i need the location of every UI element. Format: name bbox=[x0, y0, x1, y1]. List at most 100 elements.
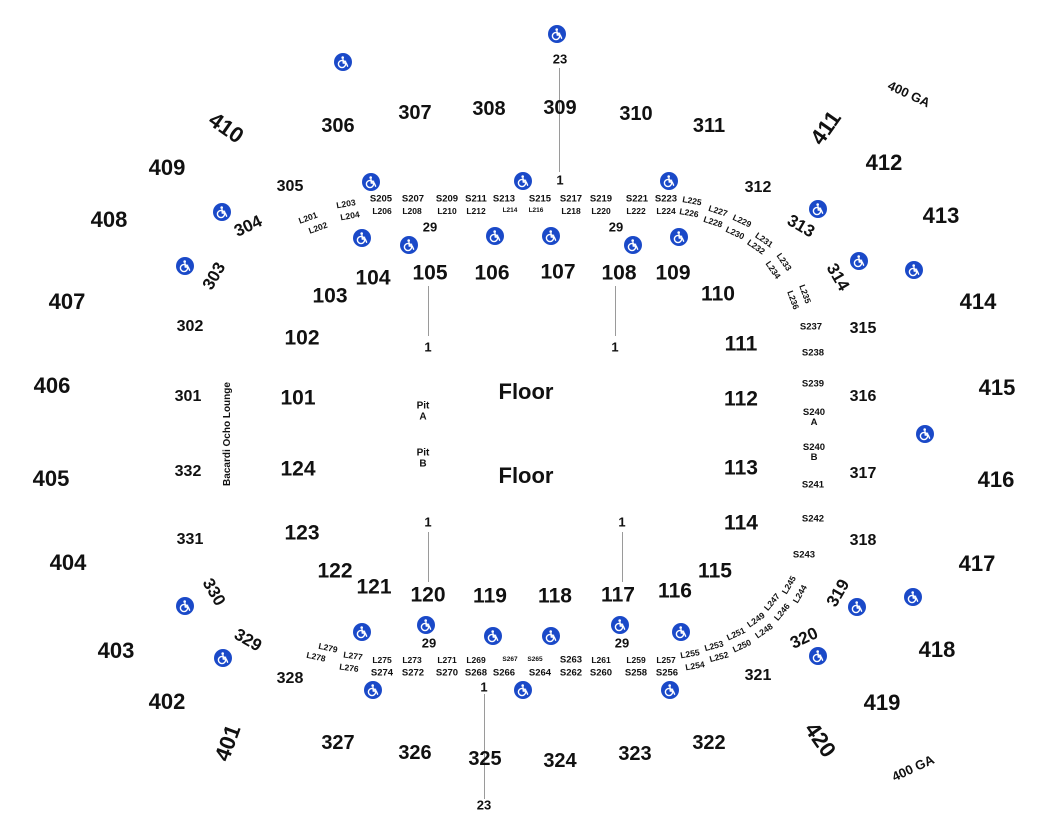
suite-S219[interactable]: S219 bbox=[589, 193, 613, 205]
section-112[interactable]: 112 bbox=[724, 387, 758, 411]
loge-L261[interactable]: L261 bbox=[591, 654, 611, 665]
loge-L273[interactable]: L273 bbox=[402, 654, 422, 665]
section-307[interactable]: 307 bbox=[398, 102, 432, 124]
suite-S258[interactable]: S258 bbox=[624, 667, 648, 679]
loge-L224[interactable]: L224 bbox=[656, 205, 676, 216]
loge-L252[interactable]: L252 bbox=[708, 649, 730, 665]
section-310[interactable]: 310 bbox=[619, 103, 653, 125]
section-408[interactable]: 408 bbox=[90, 207, 128, 232]
loge-L275[interactable]: L275 bbox=[372, 654, 392, 665]
loge-L254[interactable]: L254 bbox=[684, 659, 706, 673]
loge-L212[interactable]: L212 bbox=[466, 205, 486, 216]
section-401[interactable]: 401 bbox=[209, 721, 246, 765]
section-316[interactable]: 316 bbox=[849, 388, 877, 405]
section-404[interactable]: 404 bbox=[49, 550, 87, 575]
section-115[interactable]: 115 bbox=[698, 559, 732, 583]
suite-S211[interactable]: S211 bbox=[465, 193, 487, 205]
suite-S207[interactable]: S207 bbox=[401, 193, 425, 205]
section-118[interactable]: 118 bbox=[538, 584, 572, 608]
section-420[interactable]: 420 bbox=[799, 717, 842, 762]
suite-S240B[interactable]: S240 B bbox=[803, 443, 825, 463]
suite-S237[interactable]: S237 bbox=[799, 321, 823, 333]
section-332[interactable]: 332 bbox=[174, 463, 202, 480]
section-101[interactable]: 101 bbox=[280, 386, 316, 410]
suite-S240A[interactable]: S240 A bbox=[803, 408, 825, 428]
section-105[interactable]: 105 bbox=[412, 261, 448, 285]
section-103[interactable]: 103 bbox=[312, 284, 348, 308]
section-411[interactable]: 411 bbox=[805, 106, 847, 150]
suite-S264[interactable]: S264 bbox=[528, 667, 552, 679]
section-318[interactable]: 318 bbox=[849, 532, 877, 549]
section-106[interactable]: 106 bbox=[474, 261, 510, 285]
section-311[interactable]: 311 bbox=[692, 115, 726, 137]
section-406[interactable]: 406 bbox=[33, 373, 71, 398]
section-113[interactable]: 113 bbox=[724, 456, 758, 480]
section-302[interactable]: 302 bbox=[176, 318, 204, 335]
loge-L250[interactable]: L250 bbox=[731, 637, 753, 655]
section-114[interactable]: 114 bbox=[724, 511, 758, 535]
section-109[interactable]: 109 bbox=[655, 261, 691, 285]
suite-S209[interactable]: S209 bbox=[435, 193, 459, 205]
suite-S239[interactable]: S239 bbox=[801, 378, 825, 390]
section-107[interactable]: 107 bbox=[540, 260, 576, 284]
section-328[interactable]: 328 bbox=[276, 670, 304, 687]
section-327[interactable]: 327 bbox=[321, 732, 355, 754]
loge-L208[interactable]: L208 bbox=[402, 205, 422, 216]
section-321[interactable]: 321 bbox=[744, 667, 772, 684]
loge-L235[interactable]: L235 bbox=[797, 283, 814, 305]
section-418[interactable]: 418 bbox=[918, 637, 956, 662]
loge-L204[interactable]: L204 bbox=[339, 209, 361, 223]
suite-S274[interactable]: S274 bbox=[370, 667, 394, 679]
section-121[interactable]: 121 bbox=[356, 575, 392, 599]
loge-L269[interactable]: L269 bbox=[466, 654, 486, 665]
section-309[interactable]: 309 bbox=[543, 97, 577, 119]
section-110[interactable]: 110 bbox=[701, 282, 735, 306]
floor-section-a[interactable]: Floor bbox=[498, 379, 554, 404]
suite-S241[interactable]: S241 bbox=[801, 479, 825, 491]
loge-L206[interactable]: L206 bbox=[372, 205, 392, 216]
loge-L222[interactable]: L222 bbox=[626, 205, 646, 216]
section-308[interactable]: 308 bbox=[472, 98, 506, 120]
loge-L203[interactable]: L203 bbox=[335, 197, 357, 211]
section-301[interactable]: 301 bbox=[174, 388, 202, 405]
section-108[interactable]: 108 bbox=[601, 261, 637, 285]
section-410[interactable]: 410 bbox=[204, 106, 249, 149]
suite-S217[interactable]: S217 bbox=[559, 193, 583, 205]
section-417[interactable]: 417 bbox=[958, 551, 996, 576]
suite-S256[interactable]: S256 bbox=[655, 667, 679, 679]
suite-S260[interactable]: S260 bbox=[589, 667, 613, 679]
suite-S265[interactable]: S265 bbox=[527, 655, 543, 663]
loge-L216[interactable]: L216 bbox=[528, 206, 544, 214]
section-414[interactable]: 414 bbox=[959, 289, 997, 314]
loge-L257[interactable]: L257 bbox=[656, 654, 676, 665]
section-405[interactable]: 405 bbox=[32, 466, 70, 491]
ga-label-top[interactable]: 400 GA bbox=[885, 77, 933, 111]
section-413[interactable]: 413 bbox=[922, 203, 960, 228]
suite-S238[interactable]: S238 bbox=[801, 347, 825, 359]
suite-S267[interactable]: S267 bbox=[502, 655, 518, 663]
bacardi-ocho-lounge[interactable]: Bacardi Ocho Lounge bbox=[222, 382, 233, 486]
section-111[interactable]: 111 bbox=[724, 332, 758, 356]
suite-S270[interactable]: S270 bbox=[435, 667, 459, 679]
loge-L276[interactable]: L276 bbox=[338, 661, 360, 675]
loge-L278[interactable]: L278 bbox=[305, 649, 327, 664]
section-314[interactable]: 314 bbox=[822, 259, 854, 295]
section-409[interactable]: 409 bbox=[148, 155, 186, 180]
section-407[interactable]: 407 bbox=[48, 289, 86, 314]
section-306[interactable]: 306 bbox=[321, 115, 355, 137]
loge-L277[interactable]: L277 bbox=[342, 649, 364, 663]
section-124[interactable]: 124 bbox=[280, 457, 316, 481]
suite-S221[interactable]: S221 bbox=[625, 193, 649, 205]
suite-S205[interactable]: S205 bbox=[369, 193, 393, 205]
section-415[interactable]: 415 bbox=[978, 375, 1016, 400]
section-329[interactable]: 329 bbox=[230, 624, 266, 656]
section-402[interactable]: 402 bbox=[148, 689, 186, 714]
section-116[interactable]: 116 bbox=[658, 579, 692, 603]
loge-L236[interactable]: L236 bbox=[785, 289, 802, 311]
section-326[interactable]: 326 bbox=[398, 742, 432, 764]
section-325[interactable]: 325 bbox=[468, 748, 502, 770]
loge-L271[interactable]: L271 bbox=[437, 654, 457, 665]
pit-b[interactable]: Pit B bbox=[417, 448, 430, 470]
section-122[interactable]: 122 bbox=[317, 559, 353, 583]
loge-L210[interactable]: L210 bbox=[437, 205, 457, 216]
